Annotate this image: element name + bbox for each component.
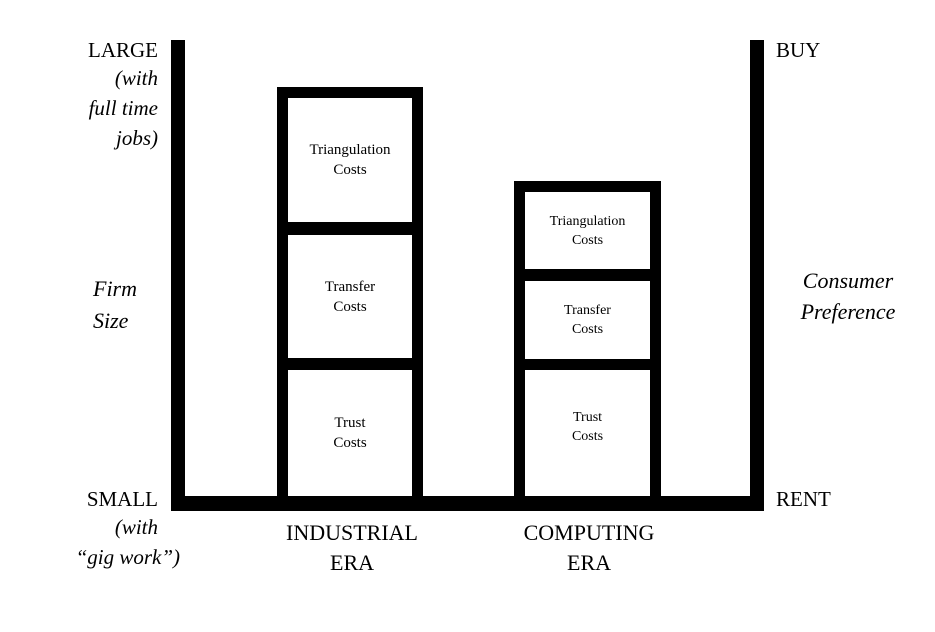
- computing-era-label: COMPUTING ERA: [489, 518, 689, 578]
- divider: [277, 222, 423, 235]
- title-line: Preference: [800, 299, 896, 324]
- consumer-preference-title: Consumer Preference: [778, 265, 918, 327]
- title-line: Size: [93, 308, 129, 333]
- frame-left: [514, 181, 525, 502]
- transfer-costs-block: Transfer Costs: [525, 281, 650, 359]
- frame-right: [412, 87, 423, 502]
- divider: [514, 359, 661, 370]
- rent-label: RENT: [776, 487, 831, 511]
- note-line: (with: [114, 515, 158, 539]
- triangulation-costs-block: Triangulation Costs: [525, 192, 650, 269]
- triangulation-costs-block: Triangulation Costs: [288, 98, 412, 222]
- block-label: Triangulation: [549, 213, 626, 229]
- block-label: Trust: [334, 415, 366, 431]
- small-note: (with “gig work”): [76, 512, 180, 572]
- trust-costs-block: Trust Costs: [288, 370, 412, 496]
- era-line: COMPUTING: [523, 520, 655, 545]
- block-label: Transfer: [324, 278, 376, 295]
- divider: [277, 358, 423, 370]
- baseline: [171, 496, 764, 511]
- note-line: jobs): [116, 126, 158, 150]
- left-axis-line: [171, 40, 185, 511]
- large-label: LARGE: [88, 38, 158, 62]
- block-label: Costs: [571, 232, 604, 248]
- era-line: ERA: [567, 550, 611, 575]
- title-line: Firm: [93, 276, 137, 301]
- firm-size-title: Firm Size: [93, 273, 137, 337]
- frame-top: [514, 181, 661, 192]
- block-label: Transfer: [564, 303, 611, 318]
- block-label: Costs: [333, 162, 367, 178]
- era-line: ERA: [330, 550, 374, 575]
- block-label: Costs: [571, 429, 604, 444]
- small-label: SMALL: [86, 487, 158, 511]
- block-label: Trust: [572, 410, 603, 425]
- industrial-era-label: INDUSTRIAL ERA: [252, 518, 452, 578]
- divider: [514, 269, 661, 281]
- block-label: Costs: [333, 298, 367, 315]
- block-label: Costs: [333, 435, 367, 451]
- era-line: INDUSTRIAL: [286, 520, 418, 545]
- large-note: (with full time jobs): [89, 63, 158, 153]
- buy-label: BUY: [776, 38, 821, 62]
- note-line: full time: [88, 96, 158, 120]
- note-line: (with: [114, 66, 158, 90]
- note-line: “gig work”): [75, 545, 180, 569]
- right-axis-line: [750, 40, 764, 511]
- block-label: Triangulation: [309, 142, 391, 158]
- frame-right: [650, 181, 661, 502]
- block-label: Costs: [571, 322, 604, 337]
- frame-top: [277, 87, 423, 98]
- frame-left: [277, 87, 288, 502]
- title-line: Consumer: [802, 268, 894, 293]
- transfer-costs-block: Transfer Costs: [288, 235, 412, 358]
- trust-costs-block: Trust Costs: [525, 370, 650, 496]
